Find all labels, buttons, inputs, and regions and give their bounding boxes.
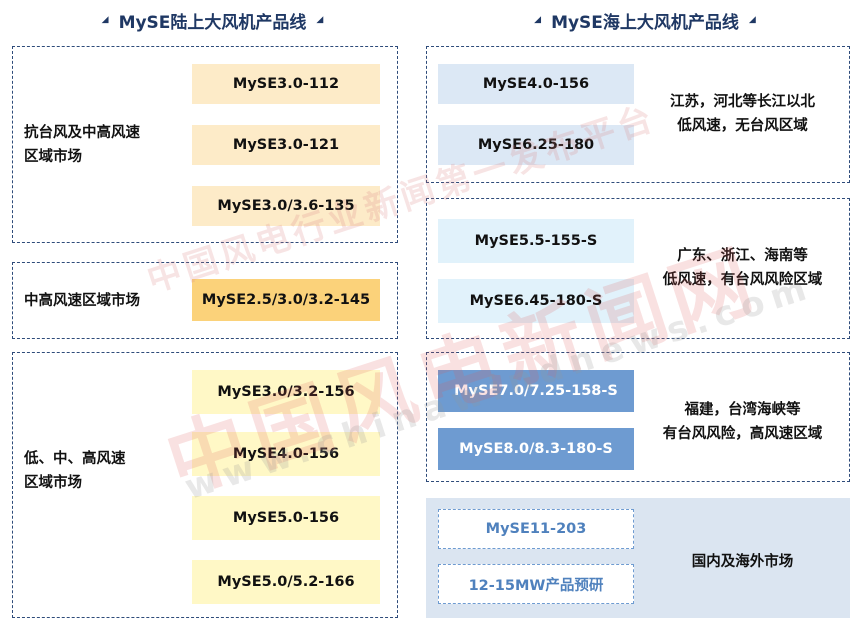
offshore-group-4-label: 国内及海外市场 (640, 550, 845, 574)
label-line: 低风速，有台风风险区域 (662, 272, 823, 288)
label-line: 低风速，无台风区域 (677, 118, 808, 134)
offshore-title: ◢ MySE海上大风机产品线 ◢ (430, 8, 860, 33)
offshore-group-3-label: 福建，台湾海峡等 有台风风险，高风速区域 (640, 398, 845, 446)
triangle-icon: ◢ (101, 15, 109, 25)
label-line: 抗台风及中高风速 (24, 125, 140, 141)
offshore-group-2 (426, 198, 850, 339)
offshore-title-text: MySE海上大风机产品线 (551, 12, 739, 33)
product-myse3-0-3-6-135: MySE3.0/3.6-135 (192, 186, 380, 226)
onshore-group-3-label: 低、中、高风速 区域市场 (24, 447, 184, 495)
product-myse2-5-145: MySE2.5/3.0/3.2-145 (192, 279, 380, 321)
label-line: 江苏，河北等长江以北 (670, 94, 815, 110)
onshore-group-1 (12, 46, 398, 243)
offshore-group-2-label: 广东、浙江、海南等 低风速，有台风风险区域 (640, 244, 845, 292)
product-myse3-0-3-2-156: MySE3.0/3.2-156 (192, 370, 380, 414)
product-myse3-0-112: MySE3.0-112 (192, 64, 380, 104)
label-line: 广东、浙江、海南等 (677, 248, 808, 264)
product-myse3-0-121: MySE3.0-121 (192, 125, 380, 165)
product-myse7-0-158-s: MySE7.0/7.25-158-S (438, 370, 634, 412)
onshore-title-text: MySE陆上大风机产品线 (118, 12, 307, 33)
product-myse6-25-180: MySE6.25-180 (438, 125, 634, 165)
product-12-15mw: 12-15MW产品预研 (438, 564, 634, 604)
product-myse6-45-180-s: MySE6.45-180-S (438, 279, 634, 323)
label-line: 有台风风险，高风速区域 (662, 426, 823, 442)
onshore-title: ◢ MySE陆上大风机产品线 ◢ (0, 8, 425, 33)
offshore-group-3 (426, 352, 850, 482)
product-myse4-0-156: MySE4.0-156 (192, 432, 380, 476)
onshore-group-1-label: 抗台风及中高风速 区域市场 (24, 121, 184, 169)
label-line: 区域市场 (24, 475, 82, 491)
offshore-group-1-label: 江苏，河北等长江以北 低风速，无台风区域 (640, 90, 845, 138)
product-myse5-5-155-s: MySE5.5-155-S (438, 219, 634, 263)
offshore-group-1 (426, 46, 850, 183)
label-line: 国内及海外市场 (691, 554, 794, 570)
product-myse11-203: MySE11-203 (438, 509, 634, 549)
label-line: 区域市场 (24, 149, 82, 165)
product-myse5-0-156: MySE5.0-156 (192, 496, 380, 540)
onshore-group-2 (12, 262, 398, 339)
product-myse5-0-5-2-166: MySE5.0/5.2-166 (192, 560, 380, 604)
product-myse4-0-156-offshore: MySE4.0-156 (438, 64, 634, 104)
label-line: 福建，台湾海峡等 (684, 402, 801, 418)
onshore-group-3 (12, 352, 398, 618)
onshore-group-2-label: 中高风速区域市场 (24, 289, 194, 313)
product-myse8-0-180-s: MySE8.0/8.3-180-S (438, 428, 634, 470)
triangle-icon: ◢ (748, 15, 756, 25)
triangle-icon: ◢ (316, 15, 324, 25)
label-line: 中高风速区域市场 (24, 293, 140, 309)
label-line: 低、中、高风速 (24, 451, 126, 467)
triangle-icon: ◢ (534, 15, 542, 25)
